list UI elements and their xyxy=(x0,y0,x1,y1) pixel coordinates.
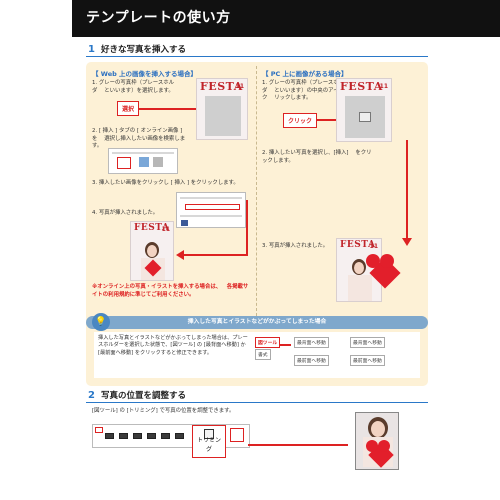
flow-line xyxy=(248,444,348,446)
section2-rule xyxy=(86,402,428,403)
crop-dropdown-highlight[interactable] xyxy=(230,428,244,442)
section2-number: 2 xyxy=(88,390,95,401)
magazine-thumb-1[interactable]: FESTA 11 xyxy=(196,78,248,140)
ribbon-icon xyxy=(153,157,163,167)
section1-rule xyxy=(86,56,428,57)
crop-button[interactable]: トリミング xyxy=(192,425,226,458)
magazine-thumb-inserted: FESTA 11 xyxy=(130,221,174,281)
page-title: テンプレートの使い方 xyxy=(86,10,231,26)
ribbon-icon xyxy=(139,157,149,167)
flow-arrowhead xyxy=(176,250,184,260)
web-step4: 4. 写真が挿入されました。 xyxy=(92,210,159,216)
flow-line xyxy=(406,140,408,240)
column-divider xyxy=(256,66,257,316)
magazine-issue: 11 xyxy=(235,83,244,90)
model-face xyxy=(354,262,364,274)
page-header: テンプレートの使い方 xyxy=(72,0,500,37)
picture-style-icon[interactable] xyxy=(119,433,128,439)
picture-icon[interactable] xyxy=(359,112,371,122)
online-image-highlight xyxy=(117,157,131,169)
photo-placeholder[interactable] xyxy=(205,96,241,136)
model-face xyxy=(371,421,385,437)
send-to-back-button-alt[interactable]: 最背面へ移動 xyxy=(350,337,385,348)
image-result-highlight[interactable] xyxy=(185,204,240,210)
magazine-title: FESTA xyxy=(340,240,376,250)
section1-title-text: 好きな写真を挿入する xyxy=(100,45,186,55)
web-subtitle: 【 Web 上の画像を挿入する場合】 xyxy=(92,70,198,78)
web-step1: 1. グレーの写真枠（プレースホルダ といいます）を選択します。 xyxy=(92,80,175,94)
picture-style-icon[interactable] xyxy=(147,433,156,439)
section1-number: 1 xyxy=(88,44,95,55)
callout-line xyxy=(138,108,198,110)
bring-to-front-button-alt[interactable]: 最前面へ移動 xyxy=(350,355,385,366)
click-callout: クリック xyxy=(283,113,318,128)
flow-arrowhead xyxy=(402,238,412,246)
section2-title: 2 写真の位置を調整する xyxy=(88,389,186,401)
lightbulb-icon: 💡 xyxy=(92,313,110,331)
tip-banner-text: 挿入した写真とイラストなどがかぶってしまった場合 xyxy=(187,319,327,325)
picture-style-icon[interactable] xyxy=(105,433,114,439)
magazine-issue: 11 xyxy=(369,243,378,250)
magazine-issue: 11 xyxy=(379,83,388,90)
magazine-issue: 11 xyxy=(161,226,170,233)
section2-title-text: 写真の位置を調整する xyxy=(100,391,186,401)
format-tab-highlight[interactable] xyxy=(95,427,103,433)
pc-step2: 2. 挿入したい写真を選択し、[挿入] をクリックします。 xyxy=(262,150,372,164)
section1-title: 1 好きな写真を挿入する xyxy=(88,43,186,55)
select-callout: 選択 xyxy=(117,101,140,116)
section2-desc: [図ツール] の [トリミング] で写真の位置を調整できます。 xyxy=(92,408,235,414)
magazine-thumb-pc[interactable]: FESTA 11 xyxy=(336,78,392,142)
format-tab[interactable]: 書式 xyxy=(255,349,271,360)
terms-note: ※オンライン上の写真・イラストを挿入する場合は、 各掲載サイトの利用規約に準じて… xyxy=(92,284,249,298)
magazine-title: FESTA xyxy=(134,223,170,233)
tip-banner: 挿入した写真とイラストなどがかぶってしまった場合 xyxy=(86,316,428,329)
web-step2: 2. [ 挿入 ] タブの [ オンライン画像 ] を 選択し挿入したい画像を検… xyxy=(92,128,186,150)
flow-line xyxy=(184,254,248,256)
crop-label: トリミング xyxy=(196,437,221,453)
picture-style-icon[interactable] xyxy=(175,433,184,439)
model-face xyxy=(147,245,157,257)
insert-ribbon-shot xyxy=(108,148,178,174)
picture-style-icon[interactable] xyxy=(161,433,170,439)
bring-to-front-button[interactable]: 最前面へ移動 xyxy=(294,355,329,366)
callout-line xyxy=(316,119,336,121)
pc-step3: 3. 写真が挿入されました。 xyxy=(262,243,329,249)
magazine-thumb-pc-inserted: FESTA 11 xyxy=(336,238,382,302)
pc-step1: 1. グレーの写真枠（プレースホルダ といいます）の中央のアイコンをク リックし… xyxy=(262,80,355,102)
crop-icon xyxy=(204,429,214,439)
magazine-title: FESTA xyxy=(340,80,383,93)
facebook-icon xyxy=(181,220,188,226)
picture-style-icon[interactable] xyxy=(133,433,142,439)
model-body xyxy=(348,275,372,301)
picture-tools-label[interactable]: 図ツール xyxy=(255,337,281,348)
web-step3: 3. 挿入したい画像をクリックし [ 挿入 ] をクリックします。 xyxy=(92,180,239,186)
pc-subtitle: 【 PC 上に画像がある場合】 xyxy=(262,70,348,78)
magazine-title: FESTA xyxy=(200,80,243,93)
online-image-dialog xyxy=(176,192,246,228)
tip-body: 挿入した写真とイラストなどがかぶってしまった場合は、プレースホルダーを選択した状… xyxy=(98,335,248,356)
picture-tools-ribbon xyxy=(92,424,250,448)
flow-line xyxy=(246,200,248,256)
send-to-back-button[interactable]: 最背面へ移動 xyxy=(294,337,329,348)
